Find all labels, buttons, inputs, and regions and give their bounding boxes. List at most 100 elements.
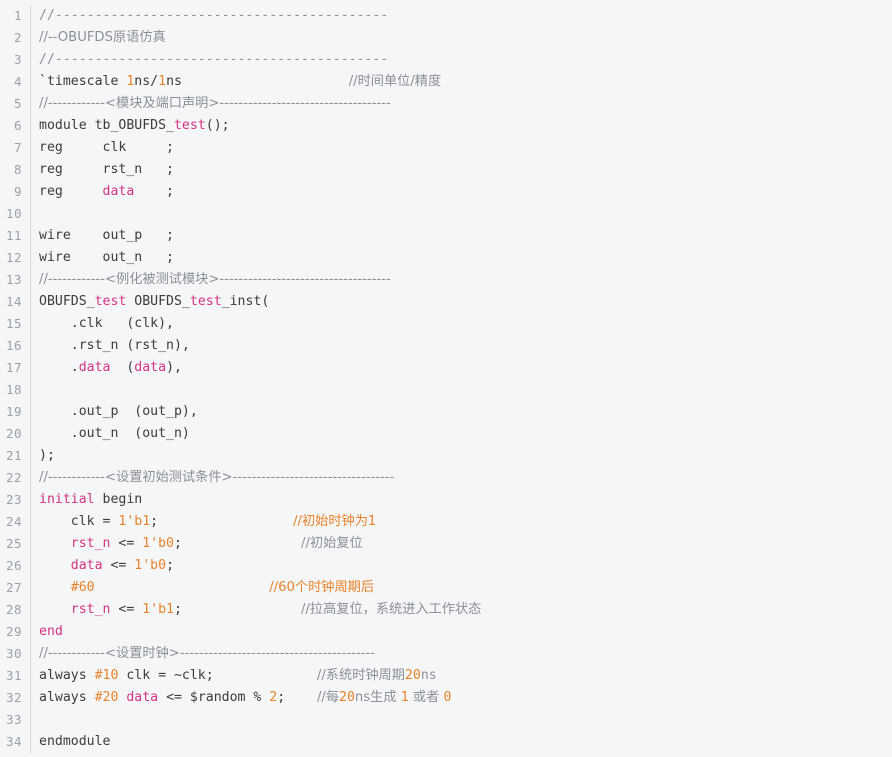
token-com: ns	[420, 668, 437, 683]
token-plain: reg clk ;	[39, 140, 174, 155]
code-text[interactable]: end	[31, 621, 892, 643]
token-plain: <=	[102, 558, 135, 573]
token-plain: <=	[110, 536, 143, 551]
token-com: //初始复位	[301, 536, 363, 551]
gutter-divider	[30, 5, 31, 27]
token-plain: .out_p (out_p),	[39, 404, 198, 419]
code-text[interactable]: data <= 1'b0;	[31, 555, 892, 577]
code-line: 3//-------------------------------------…	[0, 49, 892, 71]
token-kw: end	[39, 624, 63, 639]
token-num: #10	[94, 668, 119, 683]
gutter-divider	[30, 401, 31, 423]
gutter-divider	[30, 555, 31, 577]
token-kw: initial	[39, 492, 95, 507]
token-num: 1'b0	[134, 558, 167, 573]
code-line: 16 .rst_n (rst_n),	[0, 335, 892, 357]
line-number: 23	[5, 492, 22, 507]
code-text[interactable]: reg clk ;	[31, 137, 892, 159]
line-number: 21	[5, 448, 22, 463]
code-text[interactable]: );	[31, 445, 892, 467]
code-text[interactable]: clk = 1'b1; //初始时钟为1	[31, 511, 892, 533]
line-number: 20	[5, 426, 22, 441]
token-plain: reg rst_n ;	[39, 162, 174, 177]
token-plain: always	[39, 668, 95, 683]
gutter-divider	[30, 181, 31, 203]
token-kw: rst_n	[70, 536, 111, 551]
code-text[interactable]: rst_n <= 1'b0; //初始复位	[31, 533, 892, 555]
line-number: 26	[5, 558, 22, 573]
token-num: 20	[404, 668, 421, 683]
gutter-divider	[30, 643, 31, 665]
code-text[interactable]: #60 //60个时钟周期后	[31, 577, 892, 599]
code-text[interactable]: .data (data),	[31, 357, 892, 379]
code-text[interactable]: `timescale 1ns/1ns //时间单位/精度	[31, 71, 892, 93]
code-text[interactable]: .out_n (out_n)	[31, 423, 892, 445]
gutter-divider	[30, 335, 31, 357]
line-number: 15	[5, 316, 22, 331]
code-text[interactable]: initial begin	[31, 489, 892, 511]
token-plain	[182, 602, 301, 617]
line-number: 17	[5, 360, 22, 375]
code-text[interactable]: module tb_OBUFDS_test();	[31, 115, 892, 137]
code-text[interactable]: OBUFDS_test OBUFDS_test_inst(	[31, 291, 892, 313]
code-text[interactable]: always #10 clk = ~clk; //系统时钟周期20ns	[31, 665, 892, 687]
line-number: 4	[13, 74, 22, 89]
code-text[interactable]: .rst_n (rst_n),	[31, 335, 892, 357]
line-number: 34	[5, 734, 22, 749]
code-text[interactable]: //------------<模块及端口声明>-----------------…	[31, 93, 892, 115]
gutter-divider	[30, 665, 31, 687]
code-line: 33	[0, 709, 892, 731]
code-text[interactable]: always #20 data <= $random % 2; //每20ns生…	[31, 687, 892, 709]
token-com-hl: //60个时钟周期后	[269, 580, 375, 595]
token-kw: data	[102, 184, 135, 199]
token-com: //------------<例化被测试模块>-----------------…	[39, 272, 391, 287]
token-kw: data	[126, 690, 159, 705]
code-line: 13//------------<例化被测试模块>---------------…	[0, 269, 892, 291]
token-plain: ;	[174, 602, 182, 617]
token-plain: module tb_OBUFDS_	[39, 118, 174, 133]
code-line: 4 `timescale 1ns/1ns //时间单位/精度	[0, 71, 892, 93]
code-text[interactable]: rst_n <= 1'b1; //拉高复位，系统进入工作状态	[31, 599, 892, 621]
code-text[interactable]: endmodule	[31, 731, 892, 753]
code-line: 10	[0, 203, 892, 225]
code-text[interactable]: wire out_p ;	[31, 225, 892, 247]
token-kw: test	[94, 294, 127, 309]
gutter-divider	[30, 225, 31, 247]
token-num: #20	[94, 690, 119, 705]
code-line: 5//------------<模块及端口声明>----------------…	[0, 93, 892, 115]
token-com: //系统时钟周期	[316, 668, 405, 683]
code-text[interactable]: //------------<设置时钟>--------------------…	[31, 643, 892, 665]
code-text[interactable]: //------------<例化被测试模块>-----------------…	[31, 269, 892, 291]
code-text[interactable]: reg data ;	[31, 181, 892, 203]
token-plain: clk =	[39, 514, 119, 529]
code-text[interactable]: //------------<设置初始测试条件>----------------…	[31, 467, 892, 489]
code-text[interactable]: reg rst_n ;	[31, 159, 892, 181]
token-plain: `timescale	[39, 74, 127, 89]
gutter-divider	[30, 709, 31, 731]
token-plain: .out_n (out_n)	[39, 426, 190, 441]
token-plain: .clk (clk),	[39, 316, 174, 331]
code-text[interactable]: wire out_n ;	[31, 247, 892, 269]
token-plain	[158, 514, 293, 529]
code-text[interactable]: .out_p (out_p),	[31, 401, 892, 423]
token-com: //------------<模块及端口声明>-----------------…	[39, 96, 391, 111]
line-number: 30	[5, 646, 22, 661]
code-text[interactable]: //--OBUFDS原语仿真	[31, 27, 892, 49]
line-number: 6	[13, 118, 22, 133]
code-line: 30 //------------<设置时钟>------------------…	[0, 643, 892, 665]
token-kw: data	[70, 558, 103, 573]
code-text[interactable]: //--------------------------------------…	[31, 5, 892, 27]
code-line: 2//--OBUFDS原语仿真	[0, 27, 892, 49]
code-text[interactable]: //--------------------------------------…	[31, 49, 892, 71]
code-line: 18	[0, 379, 892, 401]
token-num: 1'b1	[118, 514, 151, 529]
code-line: 26 data <= 1'b0;	[0, 555, 892, 577]
code-text[interactable]: .clk (clk),	[31, 313, 892, 335]
token-kw: rst_n	[70, 602, 111, 617]
token-plain	[285, 690, 317, 705]
token-kw: test	[173, 118, 206, 133]
token-plain: OBUFDS_	[39, 294, 95, 309]
